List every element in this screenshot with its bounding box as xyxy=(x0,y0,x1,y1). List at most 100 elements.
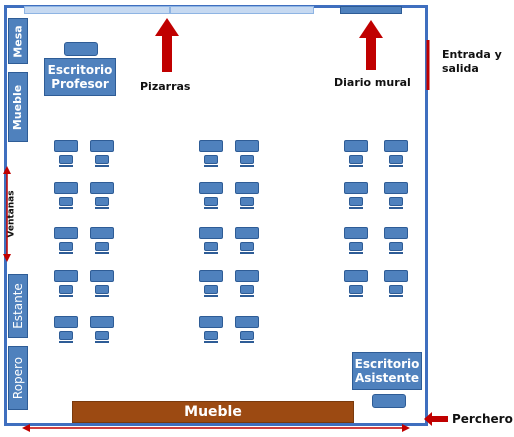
perchero-label: Perchero xyxy=(452,412,513,426)
student-chair xyxy=(349,242,363,251)
student-chair-back xyxy=(389,165,403,167)
escritorio-asistente-label: Escritorio Asistente xyxy=(354,357,420,385)
student-desk xyxy=(199,140,223,152)
mueble-left-label: Mueble xyxy=(11,84,25,130)
mueble-bottom: Mueble xyxy=(72,401,354,423)
student-chair xyxy=(204,155,218,164)
student-chair-back xyxy=(349,165,363,167)
student-chair xyxy=(204,285,218,294)
student-chair-back xyxy=(204,165,218,167)
student-desk xyxy=(54,140,78,152)
student-chair-back xyxy=(349,207,363,209)
student-chair xyxy=(95,285,109,294)
ropero-label: Ropero xyxy=(11,356,25,400)
student-desk xyxy=(54,316,78,328)
student-chair xyxy=(59,155,73,164)
student-chair xyxy=(349,197,363,206)
student-desk xyxy=(384,140,408,152)
student-chair-back xyxy=(95,295,109,297)
profesor-chair xyxy=(64,42,98,56)
student-chair xyxy=(204,242,218,251)
student-desk xyxy=(90,316,114,328)
student-desk xyxy=(54,227,78,239)
student-chair-back xyxy=(95,165,109,167)
student-desk xyxy=(54,182,78,194)
student-chair-back xyxy=(389,207,403,209)
student-chair xyxy=(349,155,363,164)
student-desk xyxy=(199,227,223,239)
student-chair-back xyxy=(204,341,218,343)
student-chair xyxy=(240,197,254,206)
student-desk xyxy=(344,227,368,239)
student-desk xyxy=(384,270,408,282)
student-desk xyxy=(344,270,368,282)
student-desk xyxy=(199,270,223,282)
student-chair-back xyxy=(59,341,73,343)
pizarra-board-1 xyxy=(24,6,170,14)
student-desk xyxy=(344,182,368,194)
student-chair xyxy=(95,155,109,164)
diario-mural-board xyxy=(340,6,402,14)
student-desk xyxy=(199,182,223,194)
ropero-furniture: Ropero xyxy=(8,346,28,410)
mueble-bottom-label: Mueble xyxy=(184,404,242,420)
student-desk xyxy=(344,140,368,152)
ventanas-label: Ventanas xyxy=(7,190,18,238)
student-chair-back xyxy=(240,165,254,167)
student-chair xyxy=(95,197,109,206)
student-chair xyxy=(59,242,73,251)
student-chair xyxy=(59,331,73,340)
student-chair-back xyxy=(59,252,73,254)
student-chair xyxy=(59,197,73,206)
student-chair-back xyxy=(204,207,218,209)
student-chair xyxy=(389,242,403,251)
student-chair xyxy=(204,197,218,206)
escritorio-profesor-label: Escritorio Profesor xyxy=(47,63,113,91)
student-chair-back xyxy=(95,207,109,209)
escritorio-profesor: Escritorio Profesor xyxy=(44,58,116,96)
student-chair xyxy=(240,285,254,294)
student-chair-back xyxy=(240,295,254,297)
student-chair-back xyxy=(59,207,73,209)
student-chair-back xyxy=(59,165,73,167)
student-chair xyxy=(95,242,109,251)
student-chair-back xyxy=(59,295,73,297)
student-chair xyxy=(240,242,254,251)
mesa-furniture: Mesa xyxy=(8,18,28,64)
mesa-label: Mesa xyxy=(11,24,25,58)
student-chair xyxy=(204,331,218,340)
student-chair xyxy=(59,285,73,294)
student-desk xyxy=(235,227,259,239)
mueble-left-furniture: Mueble xyxy=(8,72,28,142)
student-desk xyxy=(235,140,259,152)
student-chair-back xyxy=(240,341,254,343)
student-chair xyxy=(95,331,109,340)
student-desk xyxy=(90,182,114,194)
student-chair-back xyxy=(95,252,109,254)
student-desk xyxy=(235,316,259,328)
student-chair-back xyxy=(240,252,254,254)
student-desk xyxy=(90,270,114,282)
asistente-chair xyxy=(372,394,406,408)
diario-mural-label: Diario mural xyxy=(334,76,411,89)
student-desk xyxy=(384,227,408,239)
student-desk xyxy=(384,182,408,194)
student-chair-back xyxy=(389,295,403,297)
student-desk xyxy=(235,270,259,282)
student-chair-back xyxy=(389,252,403,254)
student-desk xyxy=(54,270,78,282)
student-chair-back xyxy=(204,252,218,254)
entrada-salida-label: Entrada y salida xyxy=(442,48,502,75)
student-chair xyxy=(389,155,403,164)
student-chair-back xyxy=(240,207,254,209)
student-desk xyxy=(90,227,114,239)
student-desk xyxy=(199,316,223,328)
student-chair xyxy=(389,197,403,206)
student-chair-back xyxy=(95,341,109,343)
student-desk xyxy=(235,182,259,194)
student-chair-back xyxy=(349,295,363,297)
pizarras-label: Pizarras xyxy=(140,80,191,93)
student-chair-back xyxy=(349,252,363,254)
escritorio-asistente: Escritorio Asistente xyxy=(352,352,422,390)
